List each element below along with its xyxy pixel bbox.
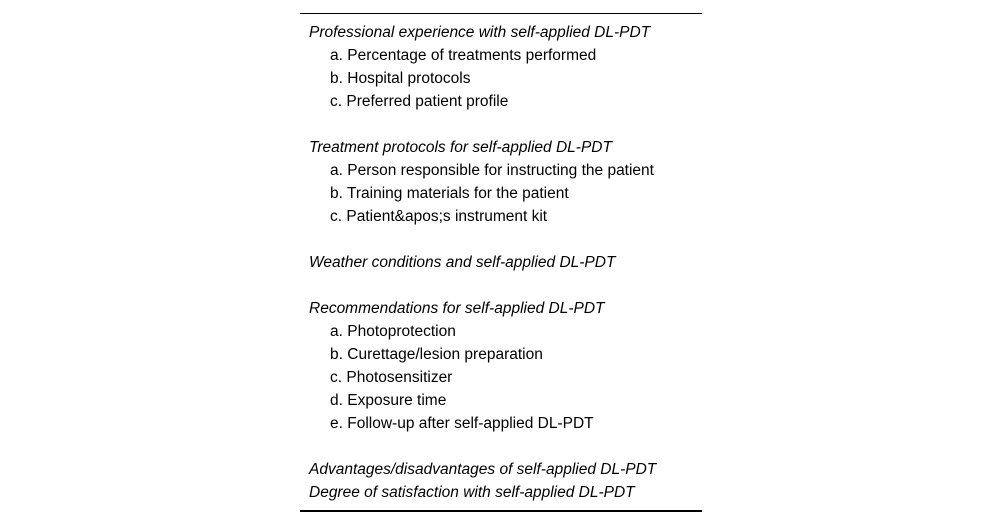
sub-item-marker: b. xyxy=(330,185,343,202)
sub-item: b. Training materials for the patient xyxy=(300,182,702,205)
outline-section: Recommendations for self-applied DL-PDT a… xyxy=(300,297,702,435)
sub-item-marker: b. xyxy=(330,346,343,363)
sub-item-label: Patient&apos;s instrument kit xyxy=(346,208,548,225)
sub-item-label: Curettage/lesion preparation xyxy=(347,346,543,363)
outline-table: Professional experience with self-applie… xyxy=(300,13,702,512)
sub-item-marker: a. xyxy=(330,47,343,64)
sub-item-label: Photosensitizer xyxy=(346,369,453,386)
outline-section: Degree of satisfaction with self-applied… xyxy=(300,481,702,504)
sub-item-marker: b. xyxy=(330,70,343,87)
outline-section: Professional experience with self-applie… xyxy=(300,21,702,113)
section-heading: Advantages/disadvantages of self-applied… xyxy=(309,461,657,478)
sub-item-label: Percentage of treatments performed xyxy=(347,47,597,64)
sub-item-marker: a. xyxy=(330,323,343,340)
outline-section: Treatment protocols for self-applied DL-… xyxy=(300,136,702,228)
sub-item: c. Patient&apos;s instrument kit xyxy=(300,205,702,228)
sub-item-marker: c. xyxy=(330,93,343,110)
sub-item-marker: e. xyxy=(330,415,343,432)
sub-item: c. Photosensitizer xyxy=(300,366,702,389)
sub-item: d. Exposure time xyxy=(300,389,702,412)
sub-item: e. Follow-up after self-applied DL-PDT xyxy=(300,412,702,435)
sub-item-label: Person responsible for instructing the p… xyxy=(347,162,654,179)
sub-item: a. Person responsible for instructing th… xyxy=(300,159,702,182)
section-list: Professional experience with self-applie… xyxy=(300,21,702,504)
sub-item-label: Photoprotection xyxy=(347,323,456,340)
sub-item-marker: a. xyxy=(330,162,343,179)
outline-section: Weather conditions and self-applied DL-P… xyxy=(300,251,702,274)
sub-item-label: Preferred patient profile xyxy=(346,93,509,110)
section-heading: Degree of satisfaction with self-applied… xyxy=(309,484,635,501)
sub-item-label: Training materials for the patient xyxy=(346,185,569,202)
sub-item-marker: d. xyxy=(330,392,343,409)
section-heading: Weather conditions and self-applied DL-P… xyxy=(309,254,616,271)
sub-item: a. Percentage of treatments performed xyxy=(300,44,702,67)
outline-section: Advantages/disadvantages of self-applied… xyxy=(300,458,702,481)
sub-item-label: Follow-up after self-applied DL-PDT xyxy=(347,415,594,432)
section-heading: Professional experience with self-applie… xyxy=(309,24,651,41)
sub-item-marker: c. xyxy=(330,369,343,386)
sub-item: b. Curettage/lesion preparation xyxy=(300,343,702,366)
sub-item-label: Hospital protocols xyxy=(347,70,471,87)
sub-item-marker: c. xyxy=(330,208,343,225)
sub-item: c. Preferred patient profile xyxy=(300,90,702,113)
section-heading: Recommendations for self-applied DL-PDT xyxy=(309,300,605,317)
sub-item: a. Photoprotection xyxy=(300,320,702,343)
section-heading: Treatment protocols for self-applied DL-… xyxy=(309,139,612,156)
sub-item-list: a. Person responsible for instructing th… xyxy=(300,159,702,228)
sub-item-label: Exposure time xyxy=(347,392,447,409)
sub-item: b. Hospital protocols xyxy=(300,67,702,90)
